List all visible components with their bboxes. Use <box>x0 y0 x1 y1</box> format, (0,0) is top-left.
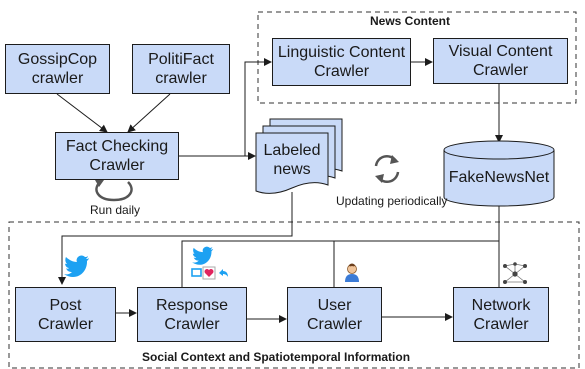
user-avatar-icon <box>345 263 359 282</box>
response-crawler-node: Response Crawler <box>137 287 247 342</box>
labeled-news-document <box>255 118 343 194</box>
network-graph-icon <box>503 262 527 284</box>
social-context-title: Social Context and Spatiotemporal Inform… <box>142 350 411 364</box>
visual-content-crawler-node: Visual Content Crawler <box>433 38 568 84</box>
refresh-cycle-icon <box>374 154 400 184</box>
social-context-frame <box>8 221 580 369</box>
user-crawler-node: User Crawler <box>287 287 382 342</box>
fact-checking-crawler-node: Fact Checking Crawler <box>55 132 179 180</box>
fakenewsnet-database <box>443 140 555 207</box>
response-actions-icon <box>191 266 228 280</box>
news-content-frame <box>257 11 577 104</box>
updating-periodically-caption: Updating periodically <box>336 194 448 208</box>
post-crawler-node: Post Crawler <box>15 287 116 342</box>
gossipcop-crawler-node: GossipCop crawler <box>5 44 110 94</box>
linguistic-content-crawler-node: Linguistic Content Crawler <box>272 38 411 86</box>
news-content-title: News Content <box>370 14 451 28</box>
labeled-news-label: Labeled news <box>263 142 321 178</box>
loop-arrow-icon <box>95 180 133 202</box>
twitter-bird-icon <box>192 246 214 265</box>
fakenewsnet-label: FakeNewsNet <box>448 169 550 186</box>
run-daily-caption: Run daily <box>90 203 141 217</box>
network-crawler-node: Network Crawler <box>453 287 549 342</box>
politifact-crawler-node: PolitiFact crawler <box>132 44 230 94</box>
twitter-bird-icon <box>64 255 89 277</box>
